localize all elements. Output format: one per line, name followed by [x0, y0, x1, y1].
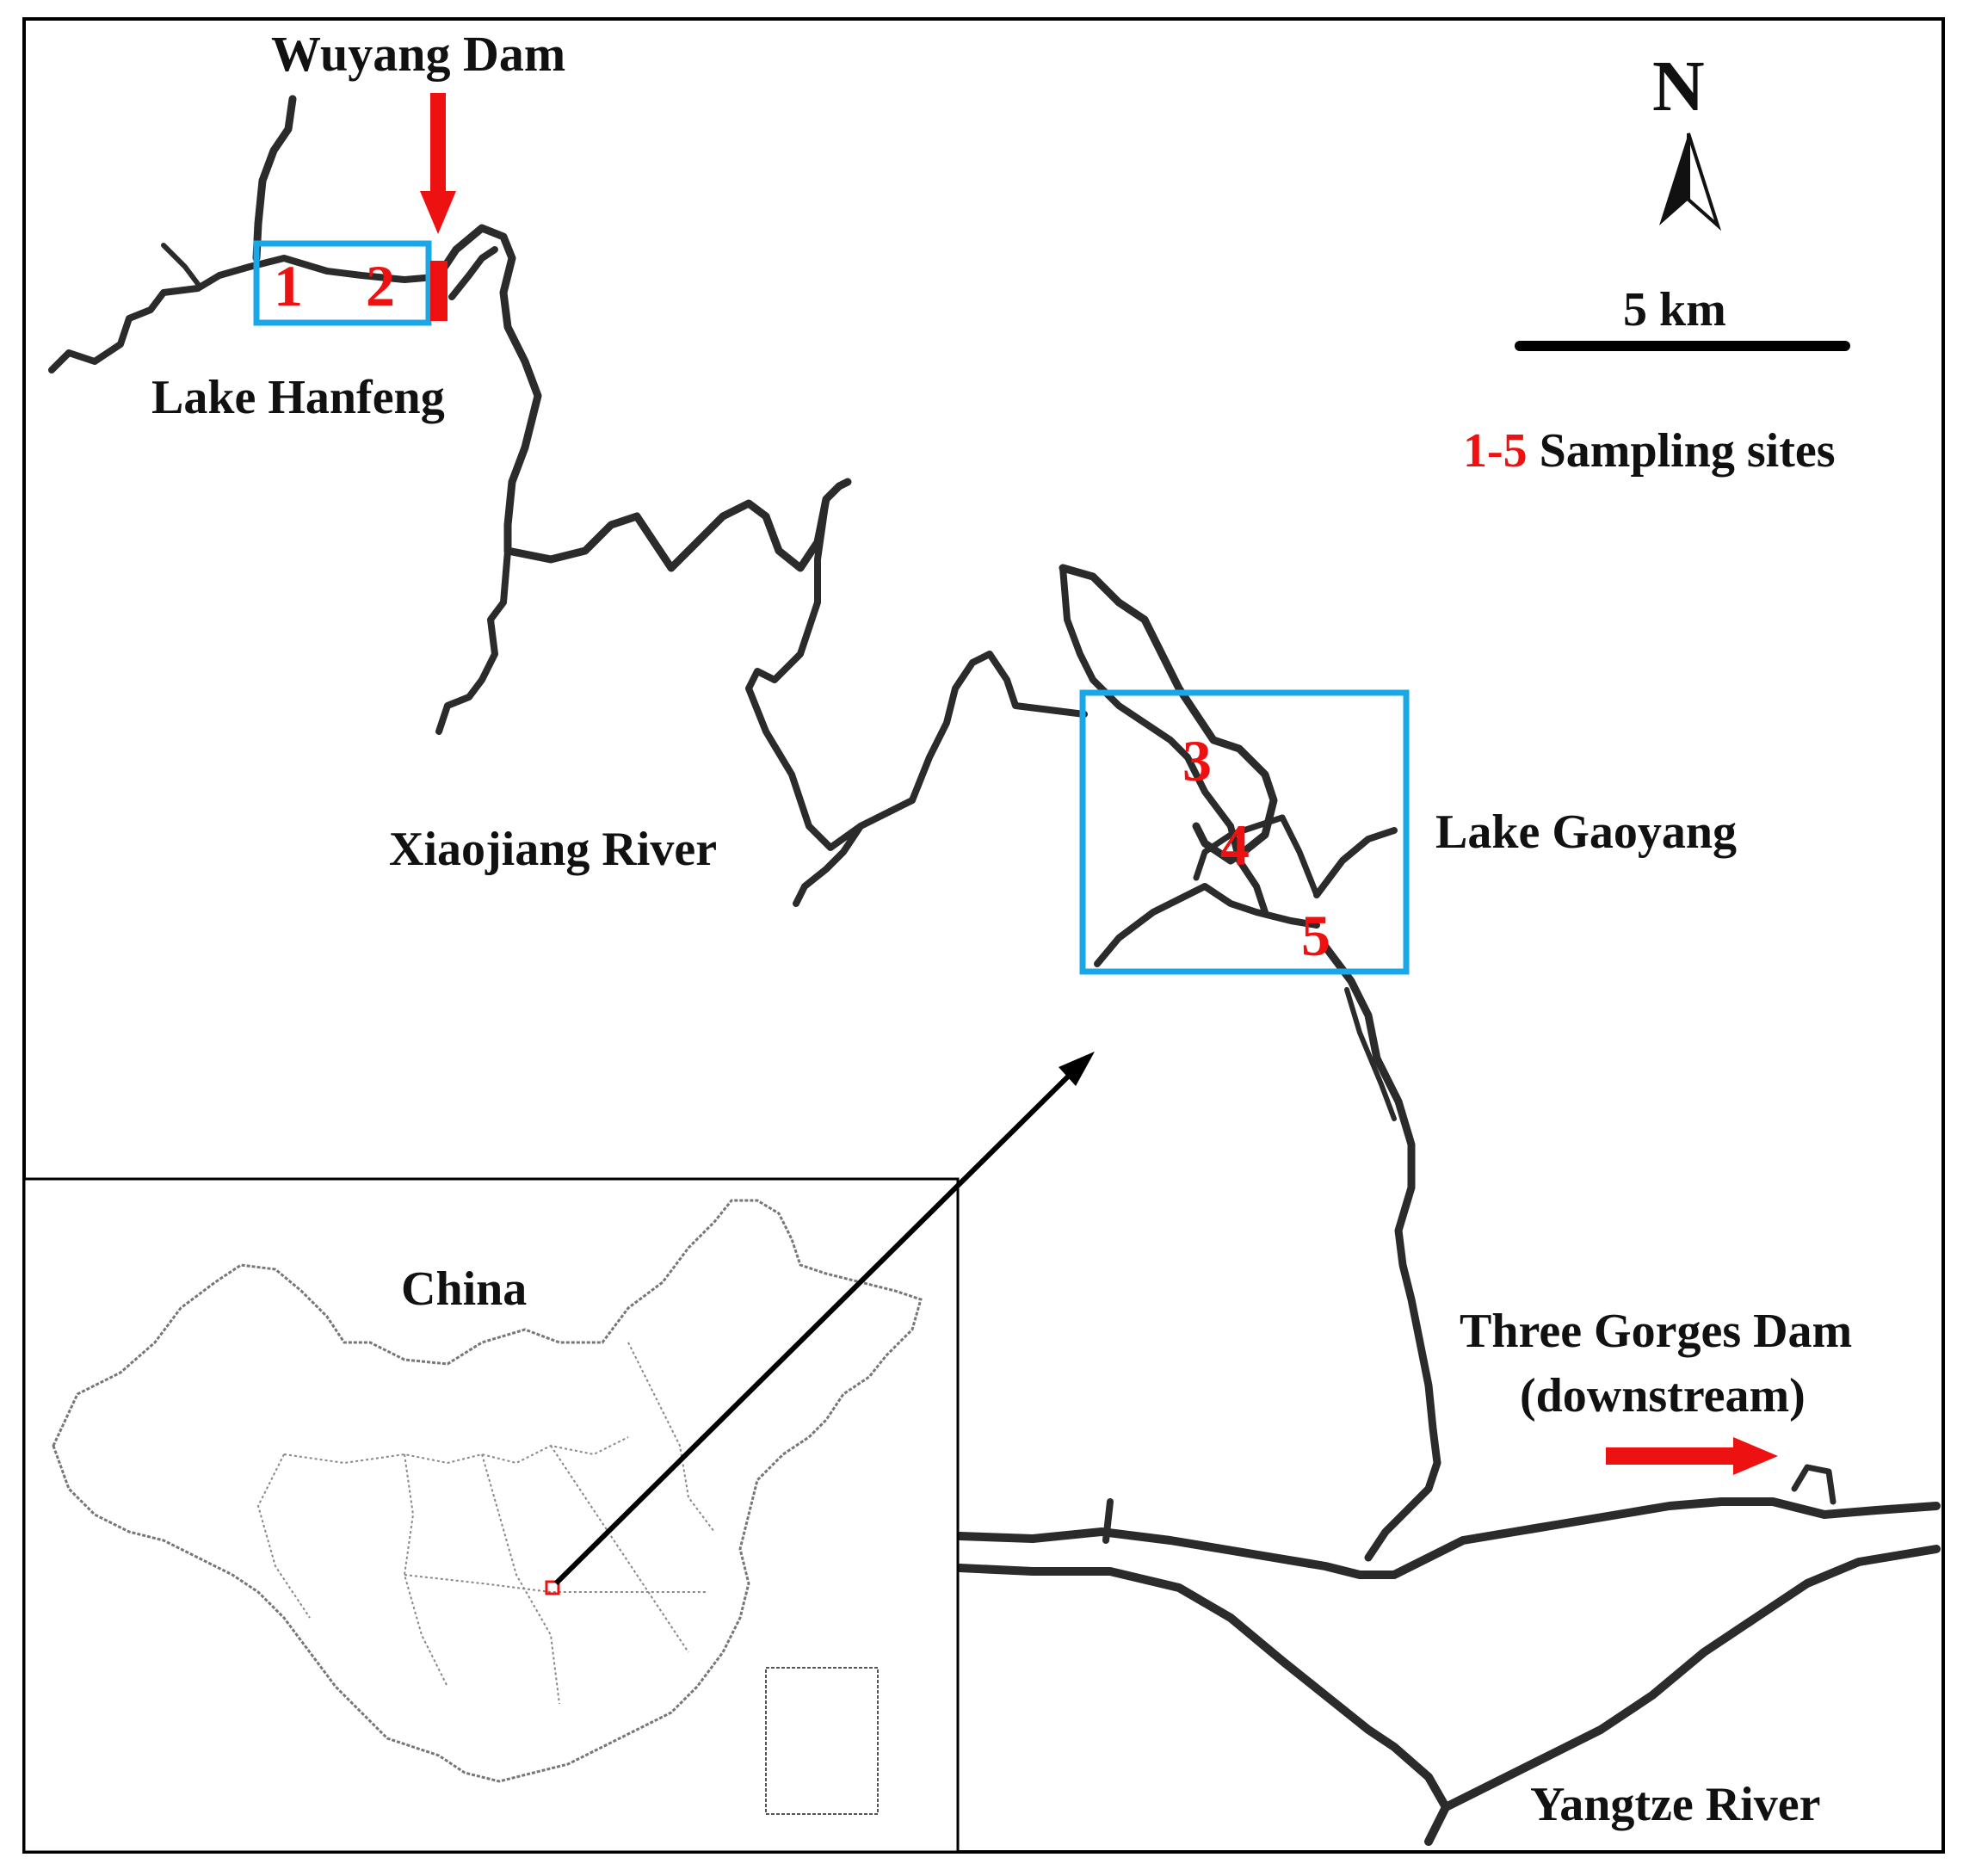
province-lines: [481, 1453, 560, 1705]
label-lake-hanfeng: Lake Hanfeng: [151, 371, 445, 424]
yangtze-river-lines: [955, 1464, 1941, 1846]
label-yangtze-river: Yangtze River: [1530, 1778, 1820, 1831]
study-location-marker: [545, 1580, 560, 1595]
north-label: N: [1652, 46, 1705, 127]
legend-text: Sampling sites: [1528, 424, 1836, 478]
label-three-gorges-dam: Three Gorges Dam: [1460, 1305, 1852, 1358]
site-5: 5: [1301, 903, 1330, 968]
province-lines: [627, 1342, 715, 1533]
north-arrow-icon: [1659, 133, 1722, 231]
china-outline: [52, 1199, 923, 1783]
site-3: 3: [1182, 728, 1212, 793]
north-arrow: N: [1652, 46, 1722, 231]
label-lake-gaoyang: Lake Gaoyang: [1435, 805, 1737, 859]
scale-bar-label: 5 km: [1623, 283, 1726, 336]
site-4: 4: [1220, 812, 1250, 878]
label-wuyang-dam: Wuyang Dam: [271, 26, 565, 82]
legend: 1-5 Sampling sites: [1463, 424, 1836, 478]
site-1: 1: [274, 253, 303, 318]
site-2: 2: [366, 253, 395, 318]
label-xiaojiang-river: Xiaojiang River: [389, 823, 717, 876]
red-arrow-icon: [420, 93, 456, 234]
study-box-hanfeng: [253, 240, 432, 326]
wuyang-dam-marker: [430, 261, 448, 321]
province-lines: [550, 1445, 689, 1653]
inset-frame: [22, 1177, 960, 1854]
province-lines: [256, 1453, 311, 1619]
scale-bar: 5 km: [1515, 283, 1850, 351]
label-china: China: [401, 1262, 527, 1316]
red-arrow-icon: [1606, 1437, 1778, 1475]
china-inset: China: [22, 1177, 960, 1854]
study-box-gaoyang: [1079, 689, 1410, 975]
province-lines: [403, 1453, 448, 1688]
legend-range: 1-5: [1463, 424, 1528, 478]
locator-arrow-icon: [553, 1052, 1095, 1586]
label-three-gorges-downstream: (downstream): [1520, 1369, 1806, 1422]
xiaojiang-river-lines: [48, 95, 1441, 1562]
province-lines: [404, 1574, 706, 1593]
